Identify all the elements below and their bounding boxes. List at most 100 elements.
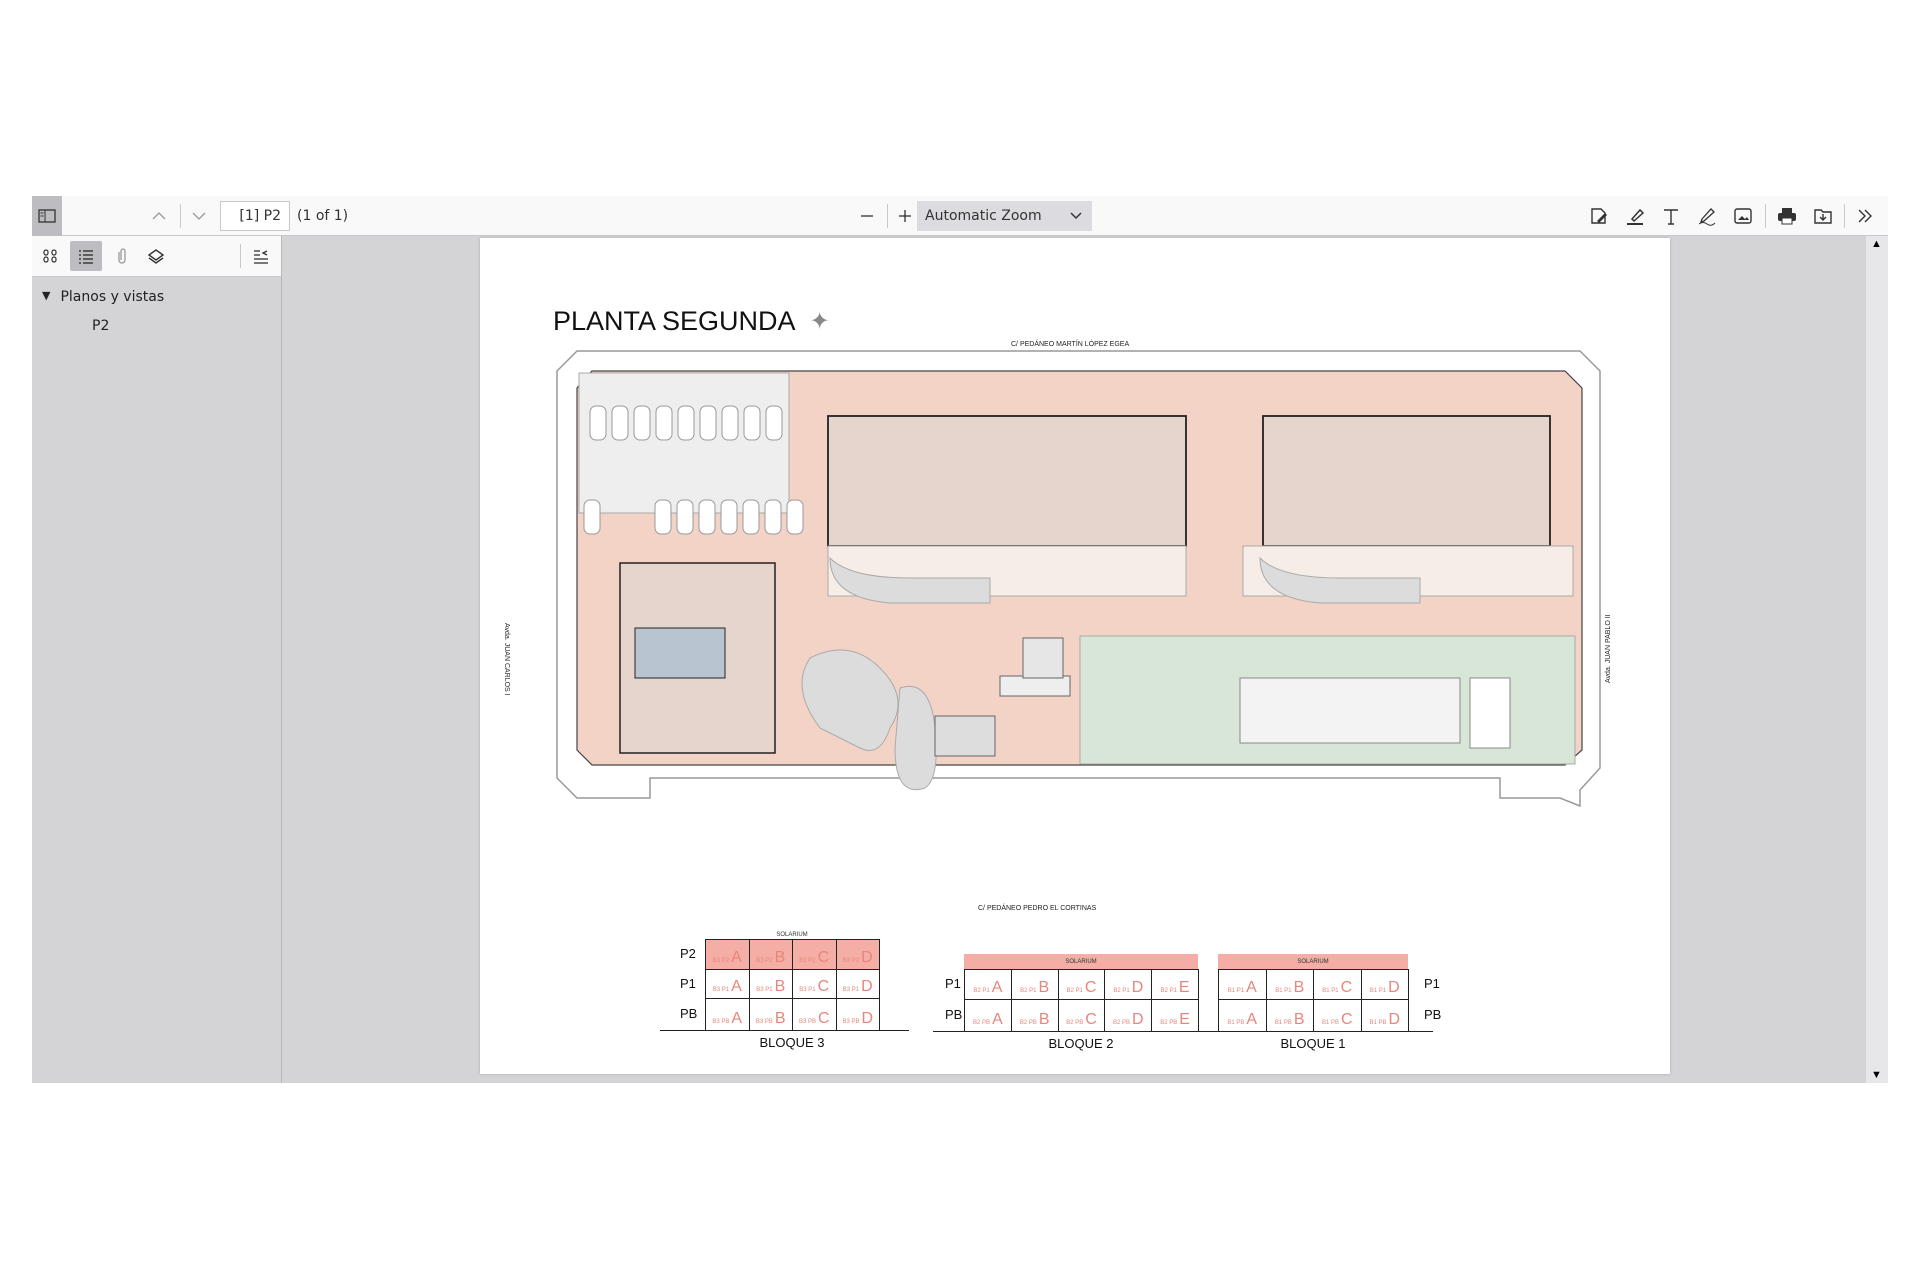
unit-code: B1 PB: [1274, 1020, 1292, 1026]
tools-menu-button[interactable]: [1850, 201, 1880, 231]
pool-deck: [1469, 677, 1511, 749]
outline-item[interactable]: ▼ Planos y vistas: [42, 289, 164, 305]
parked-car: [765, 405, 783, 441]
drawing-title-text: PLANTA SEGUNDA: [553, 306, 796, 336]
block-label: BLOQUE 2: [1048, 1036, 1114, 1051]
unit-code: B2 P1: [973, 988, 990, 994]
unit-code: B2 PB: [1160, 1020, 1178, 1026]
text-icon: [1664, 209, 1678, 225]
vertical-scrollbar[interactable]: ▲ ▼: [1866, 236, 1888, 1083]
parking-cars: [583, 405, 804, 535]
zoom-select[interactable]: Automatic Zoom: [917, 201, 1092, 231]
unit-code: B2 P1: [1160, 988, 1177, 994]
floor-label: P1: [1424, 976, 1440, 991]
unit-letter: A: [992, 1011, 1003, 1028]
unit-letter: D: [1388, 979, 1400, 996]
solarium-bar: [1218, 954, 1408, 969]
landscape-strip: [829, 556, 991, 604]
draw-button[interactable]: [1692, 201, 1722, 231]
image-button[interactable]: [1728, 201, 1758, 231]
previous-page-button[interactable]: [144, 201, 174, 231]
sidebar-icon: [38, 209, 56, 223]
collapse-triangle-icon[interactable]: ▼: [42, 289, 51, 302]
unit-code: B3 PB: [842, 1019, 860, 1025]
parked-car: [677, 405, 695, 441]
chevron-down-icon: [192, 212, 206, 220]
unit-code: B3 P1: [842, 987, 860, 993]
outline-tab[interactable]: [70, 241, 102, 271]
outline-child-item[interactable]: P2: [92, 318, 110, 334]
layers-icon: [147, 249, 165, 264]
zoom-select-value: Automatic Zoom: [925, 208, 1042, 224]
parked-car: [720, 499, 738, 535]
pdf-viewer: [1] P2 (1 of 1) Automatic Zoom ▼ Planos …: [32, 196, 1888, 1083]
attachments-tab[interactable]: [106, 241, 138, 271]
unit-letter: D: [861, 1010, 874, 1027]
print-button[interactable]: [1772, 201, 1802, 231]
north-arrow-icon: ✦: [809, 308, 830, 335]
block-baseline: [1198, 1031, 1433, 1032]
list-icon: [79, 250, 93, 264]
save-button[interactable]: [1808, 201, 1838, 231]
sidebar-toggle-button[interactable]: [32, 196, 62, 236]
page-number-input[interactable]: [1] P2: [220, 201, 290, 231]
unit-letter: C: [817, 978, 830, 995]
scroll-down-arrow-icon[interactable]: ▼: [1871, 1069, 1882, 1081]
unit-letter: A: [991, 979, 1003, 996]
thumbnails-tab[interactable]: [34, 241, 66, 271]
double-chevron-right-icon: [1858, 209, 1872, 223]
unit-code: B3 P2: [756, 958, 773, 964]
next-page-button[interactable]: [184, 201, 214, 231]
zoom-in-button[interactable]: [890, 201, 920, 231]
pool: [1239, 677, 1461, 744]
pergola: [1022, 637, 1064, 679]
pergola: [999, 675, 1071, 697]
unit-letter: A: [731, 1010, 743, 1027]
zoom-out-button[interactable]: [852, 201, 882, 231]
parked-car: [699, 405, 717, 441]
drawing-title: PLANTA SEGUNDA ✦: [553, 306, 830, 337]
current-outline-item-button[interactable]: [245, 241, 277, 271]
unit-letter: B: [774, 978, 786, 995]
scroll-up-arrow-icon[interactable]: ▲: [1871, 238, 1882, 250]
unit-code: B2 PB: [1113, 1020, 1131, 1026]
unit-code: B3 P1: [756, 987, 773, 993]
solarium-label: SOLARIUM: [1065, 959, 1097, 965]
block-label: BLOQUE 3: [759, 1035, 825, 1050]
outline-item-label: Planos y vistas: [60, 289, 165, 305]
layers-tab[interactable]: [140, 241, 172, 271]
signature-button[interactable]: [1584, 201, 1614, 231]
block-2-building: [827, 415, 1187, 547]
unit-code: B3 PB: [712, 1019, 730, 1025]
highlight-button[interactable]: [1620, 201, 1650, 231]
unit-letter: B: [774, 949, 786, 966]
unit-code: B3 P1: [799, 987, 816, 993]
unit-letter: C: [1084, 979, 1097, 996]
floor-label: PB: [1424, 1007, 1442, 1022]
unit-letter: A: [731, 978, 742, 995]
text-button[interactable]: [1656, 201, 1686, 231]
pencil-icon: [1698, 208, 1716, 226]
toolbar: [1] P2 (1 of 1) Automatic Zoom: [32, 196, 1888, 236]
unit-letter: D: [861, 949, 873, 966]
unit-code: B2 P1: [1066, 988, 1083, 994]
printer-icon: [1778, 208, 1796, 225]
parked-car: [764, 499, 782, 535]
floor-label: P1: [680, 975, 696, 991]
